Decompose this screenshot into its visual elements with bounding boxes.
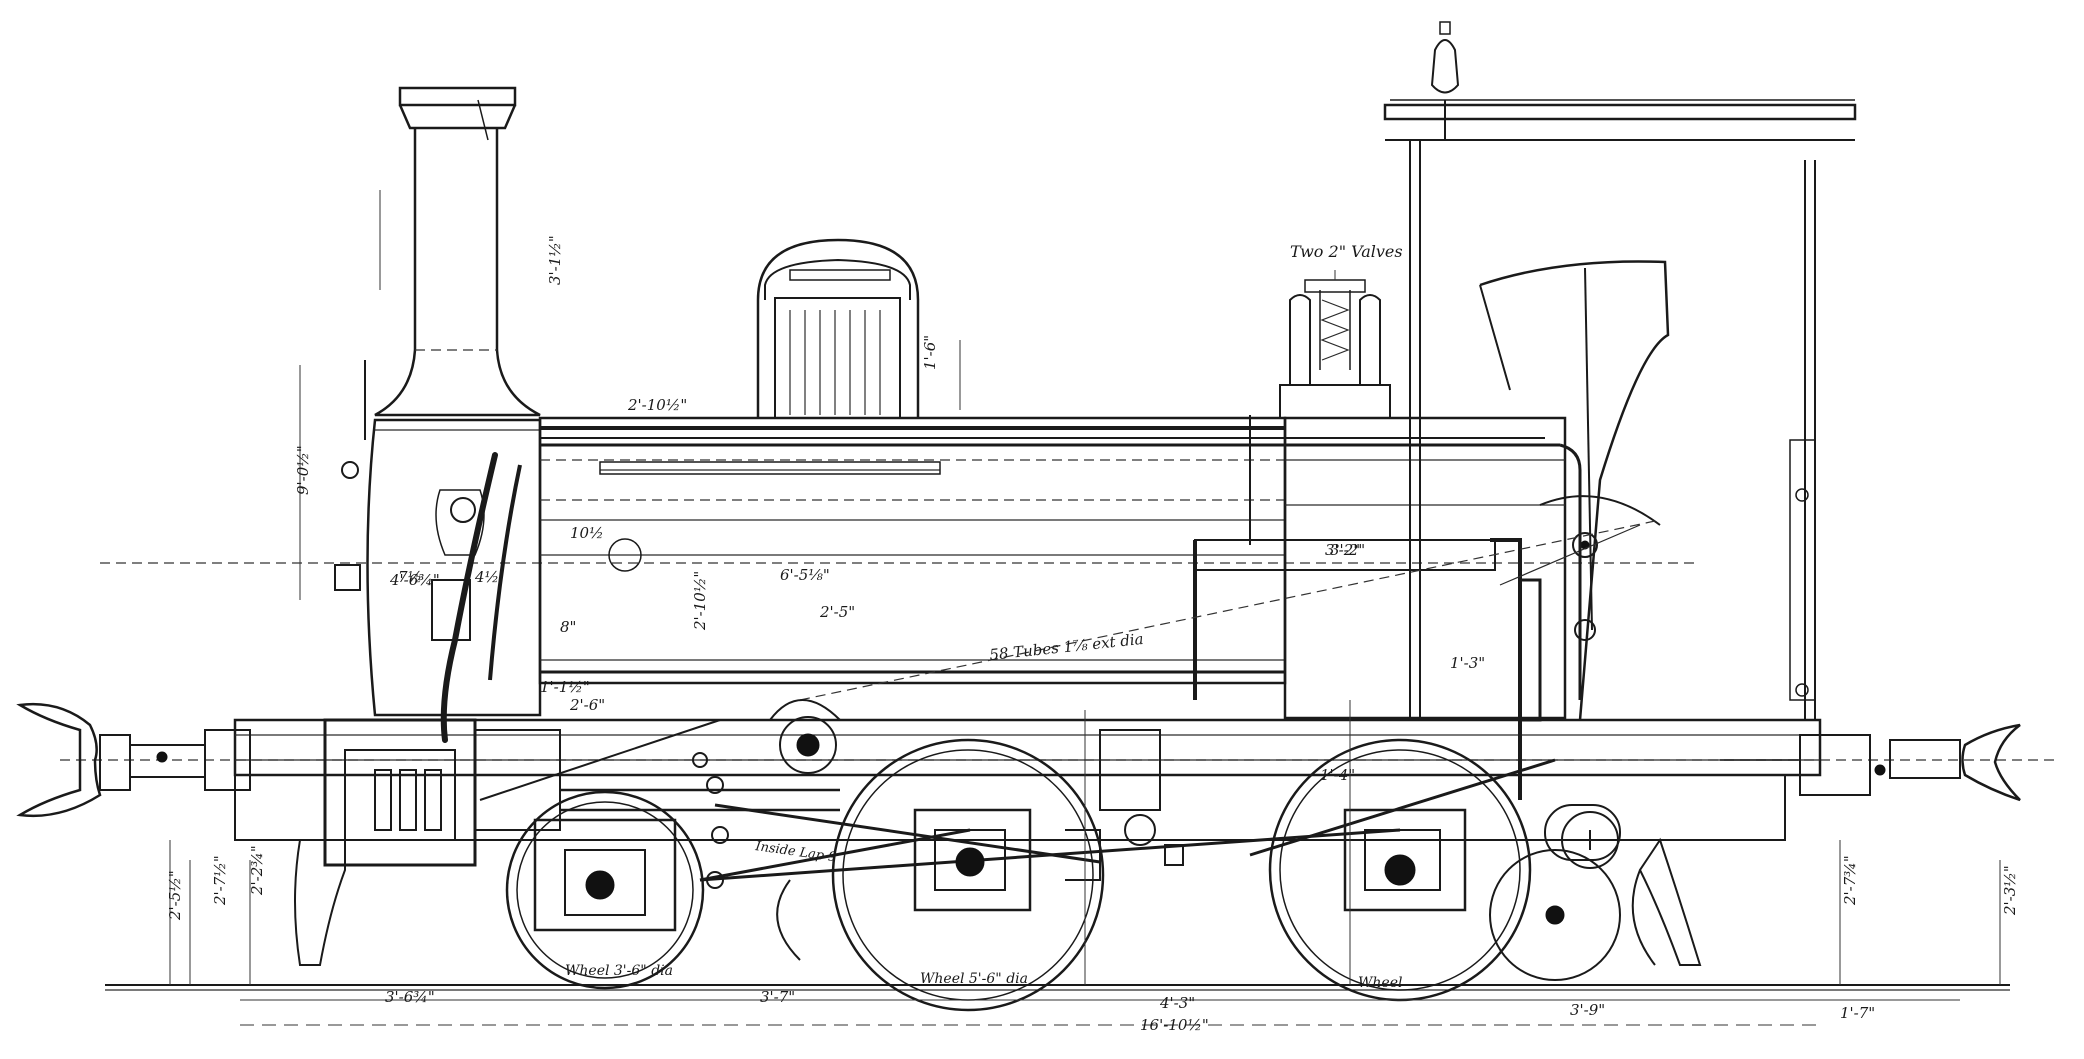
main-frame — [233, 718, 1822, 966]
dimension-labels: 3'-1½" 9'-0½" 1'-6" 2'-10½" 2'-5" 2'-10½… — [166, 235, 2019, 1034]
dim-small-1: 3'-2" — [1325, 541, 1360, 559]
dim-tank-a: 10½ — [570, 524, 604, 542]
whistle — [1430, 21, 1460, 140]
chimney — [374, 86, 541, 417]
valve-gear — [560, 699, 1556, 961]
cab — [1383, 99, 1857, 721]
boiler-barrel — [538, 416, 1287, 685]
note-wheel-mid: Wheel 5'-6" dia — [920, 971, 1028, 987]
dim-firebox-len: 3'-2" — [1330, 541, 1365, 559]
dim-wb-total: 16'-10½" — [1140, 1016, 1209, 1034]
smokebox — [334, 360, 542, 743]
dim-smoke-c: 8" — [560, 618, 576, 636]
dim-wb-4: 3'-9" — [1570, 1001, 1605, 1019]
trailing-wheel — [1489, 849, 1621, 981]
safety-valves — [1279, 270, 1391, 419]
wheel-front — [505, 790, 705, 990]
handrail-pipes — [540, 415, 1582, 700]
dim-cab-h: 2'-7¾" — [1841, 855, 1859, 906]
dim-wb-3: 4'-3" — [1159, 994, 1195, 1012]
dim-frame-b: 2'-6" — [569, 696, 605, 714]
springs-and-fittings — [1084, 700, 1621, 985]
dim-tank-b: 6'-5⅛" — [780, 566, 830, 584]
rear-buffer — [1720, 723, 2021, 802]
cylinder-block — [323, 718, 721, 867]
wheel-middle — [831, 738, 1105, 1012]
dim-dome-top: 1'-6" — [921, 335, 939, 370]
note-valves: Two 2" Valves — [1290, 242, 1403, 261]
dim-small-3: 1'-4" — [1320, 766, 1355, 784]
dim-smoke-b: 4½ — [474, 568, 499, 586]
note-wheel-rear: Wheel — [1358, 975, 1402, 991]
front-buffer — [16, 703, 251, 818]
dim-smokebox-height: 9'-0½" — [294, 445, 312, 495]
dim-wb-5: 1'-7" — [1840, 1004, 1875, 1022]
dim-frame-a: 1'-1½" — [540, 678, 590, 696]
note-tubes: 58 Tubes 1⅞ ext dia — [989, 630, 1145, 664]
note-wheel-front: Wheel 3'-6" dia — [565, 963, 673, 979]
dim-wb-1: 3'-6¾" — [385, 988, 435, 1006]
dome — [756, 238, 920, 419]
dim-wb-2: 3'-7" — [760, 988, 795, 1006]
dim-buffer-h1: 2'-5½" — [166, 870, 184, 921]
dim-buffer-h3: 2'-2¾" — [248, 845, 266, 896]
dim-buffer-h2: 2'-7½" — [211, 855, 229, 906]
dim-barrel-b: 2'-10½" — [691, 571, 709, 631]
dim-chimney: 3'-1½" — [546, 235, 564, 285]
dimension-lines — [169, 190, 2001, 1001]
dome-regulator-bars — [789, 310, 881, 415]
dim-smoke-a: 7½ — [398, 568, 422, 586]
reversing-lever — [799, 267, 1661, 701]
dim-small-2: 1'-3" — [1450, 654, 1485, 672]
dim-boiler-length: 2'-10½" — [627, 396, 687, 414]
dim-barrel-a: 2'-5" — [819, 603, 855, 621]
dim-front-left: 4'-6¾" — [389, 571, 440, 589]
dim-rear-h: 2'-3½" — [2001, 865, 2019, 916]
